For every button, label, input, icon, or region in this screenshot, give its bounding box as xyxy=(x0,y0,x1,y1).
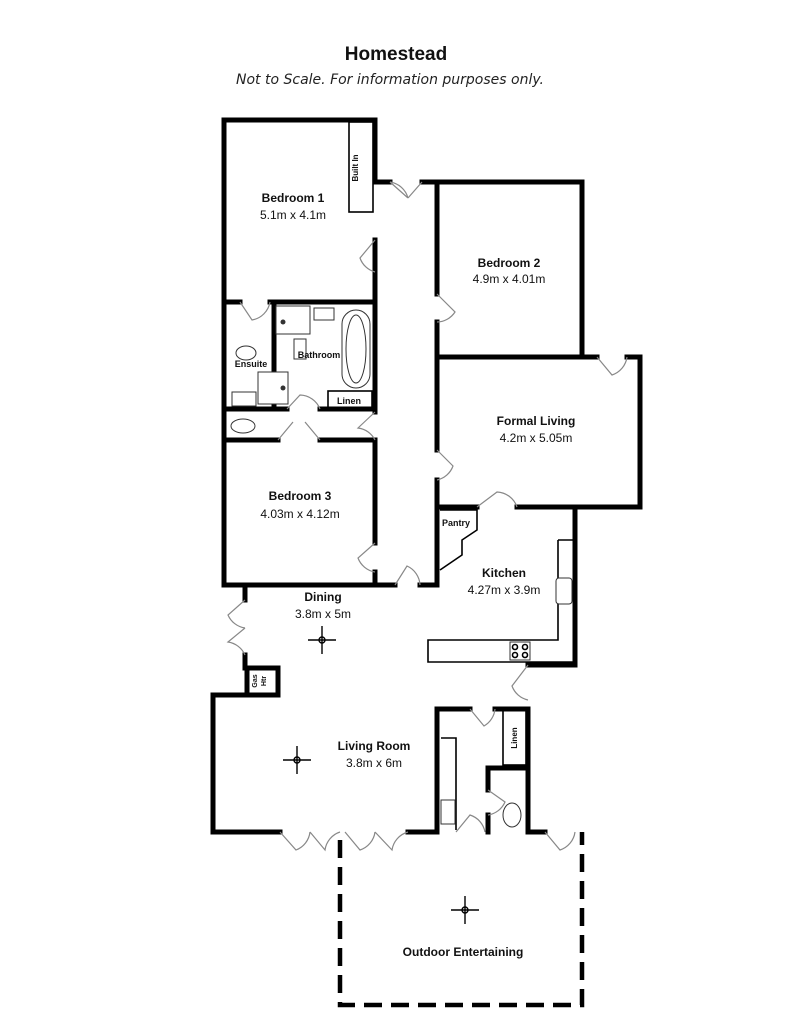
room-size-bedroom3: 4.03m x 4.12m xyxy=(260,507,339,521)
room-label-bedroom2: Bedroom 2 xyxy=(478,256,541,270)
kitchen-sink-icon xyxy=(555,577,573,605)
room-label-formal-living: Formal Living xyxy=(497,414,576,428)
cooktop-icon xyxy=(509,641,531,661)
bathroom-basin-icon xyxy=(313,307,335,321)
room-size-formal-living: 4.2m x 5.05m xyxy=(500,431,573,445)
wc-toilet-icon xyxy=(502,802,522,828)
label-bathroom: Bathroom xyxy=(298,350,341,360)
label-gas-heater-2: Htr xyxy=(261,676,268,686)
room-size-kitchen: 4.27m x 3.9m xyxy=(468,583,541,597)
label-linen-2: Linen xyxy=(510,727,519,748)
room-label-bedroom1: Bedroom 1 xyxy=(262,191,325,205)
ensuite-basin-icon xyxy=(235,345,257,361)
bathroom-vanity xyxy=(293,338,307,360)
laundry-tub-icon xyxy=(440,799,456,825)
ceiling-fan-icon xyxy=(451,896,479,924)
room-size-bedroom2: 4.9m x 4.01m xyxy=(473,272,546,286)
room-size-living-room: 3.8m x 6m xyxy=(346,756,402,770)
ensuite-toilet-icon xyxy=(231,391,257,407)
ensuite-shower xyxy=(275,305,311,335)
shower-drain-icon xyxy=(280,319,286,325)
room-size-dining: 3.8m x 5m xyxy=(295,607,351,621)
linen-cupboard-1 xyxy=(327,390,373,410)
room-label-kitchen: Kitchen xyxy=(482,566,526,580)
doors xyxy=(226,181,628,852)
label-gas-heater-1: Gas xyxy=(252,674,259,687)
label-built-in: Built In xyxy=(351,154,360,181)
ceiling-fan-icon xyxy=(283,746,311,774)
walls xyxy=(210,117,643,835)
ceiling-fan-icon xyxy=(308,626,336,654)
built-in-robe xyxy=(348,121,374,213)
label-ensuite: Ensuite xyxy=(235,359,268,369)
label-linen-1: Linen xyxy=(337,396,361,406)
room-label-bedroom3: Bedroom 3 xyxy=(269,489,332,503)
plan-title: Homestead xyxy=(344,44,448,65)
linen-cupboard-2 xyxy=(502,708,527,766)
toilet-icon xyxy=(230,418,256,434)
outdoor-boundary xyxy=(337,832,585,1008)
plan-subtitle: Not to Scale. For information purposes o… xyxy=(236,72,544,88)
room-size-bedroom1: 5.1m x 4.1m xyxy=(260,208,326,222)
room-label-dining: Dining xyxy=(304,590,341,604)
fixtures xyxy=(230,121,575,830)
room-label-living-room: Living Room xyxy=(338,739,411,753)
room-label-outdoor: Outdoor Entertaining xyxy=(403,945,524,959)
label-pantry: Pantry xyxy=(442,518,470,528)
